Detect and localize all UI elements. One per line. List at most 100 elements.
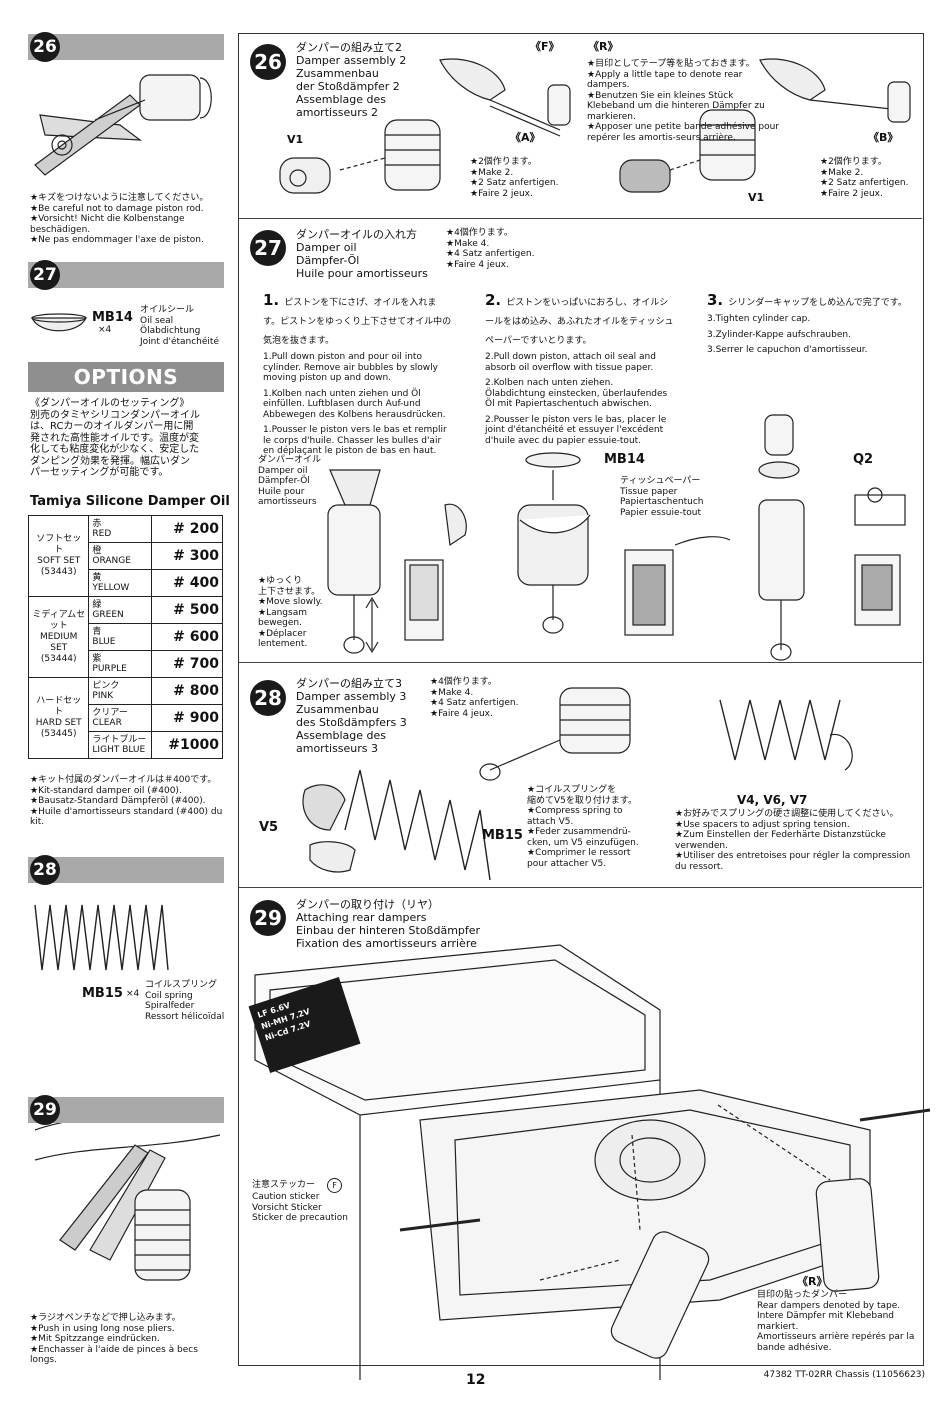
col1-de: 1.Kolben nach unten ziehen und Öl einfül… — [263, 388, 446, 420]
step-29-number: 29 — [250, 900, 286, 936]
step-26-tape-note: ★目印としてテープ等を貼っておきます。 ★Apply a little tape… — [587, 59, 780, 143]
sticker-caption: Caution sticker Vorsicht Sticker Sticker… — [252, 1192, 348, 1223]
soft-set-name: ソフトセット SOFT SET (53443) — [27, 515, 90, 597]
left-26-illustration — [34, 74, 212, 176]
step27-illustration — [327, 414, 906, 661]
step-26-number: 26 — [250, 44, 286, 80]
label-v1-right: V1 — [748, 191, 765, 204]
col3-ja: シリンダーキャップをしめ込んで完了です。 — [728, 298, 907, 308]
step-29-title: ダンパーの取り付け（リヤ） Attaching rear dampers Ein… — [296, 898, 481, 950]
col1-en: 1.Pull down piston and pour oil into cyl… — [263, 352, 438, 383]
step-27-title: ダンパーオイルの入れ方 Damper oil Dämpfer-Öl Huile … — [296, 228, 428, 280]
medium-set-name: ミディアムセット MEDIUM SET (53444) — [27, 596, 90, 678]
move-slowly-note: ★ゆっくり 上下させます。 ★Move slowly. ★Langsam bew… — [258, 576, 323, 649]
mb14-qty: ×4 — [98, 325, 112, 335]
value-300: # 300 — [150, 542, 224, 570]
sticker-letter: F — [332, 1181, 337, 1190]
step-26-title: ダンパーの組み立て2 Damper assembly 2 Zusammenbau… — [296, 41, 407, 119]
mb14-part-code: MB14 — [92, 310, 133, 325]
rear-label: 《R》 — [797, 1275, 828, 1288]
oil-table-title: Tamiya Silicone Damper Oil — [30, 494, 230, 509]
table-row: ハードセット HARD SET (53445) ピンク PINK # 800 — [27, 677, 224, 759]
left-step-27-number: 27 — [30, 260, 60, 290]
label-A: 《A》 — [510, 131, 541, 144]
table-row: ソフトセット SOFT SET (53443) 赤 RED # 200 — [27, 515, 224, 597]
step-27-col2: 2. ピストンをいっぱいにおろし、オイルシールをはめ込み、あふれたオイルをティッ… — [485, 290, 675, 446]
value-400: # 400 — [150, 569, 224, 597]
step-26-make2-left: ★2個作ります。 ★Make 2. ★2 Satz anfertigen. ★F… — [470, 157, 559, 199]
options-title: OPTIONS — [28, 362, 224, 392]
color-green: 緑 GREEN — [88, 596, 152, 624]
left-step-26-number: 26 — [30, 32, 60, 62]
mb15-label: MB15 — [482, 828, 523, 843]
col1-number: 1. — [263, 291, 280, 309]
step29-chassis-illustration — [254, 944, 931, 1380]
left-26-header-bar — [28, 34, 224, 60]
color-pink: ピンク PINK — [88, 677, 152, 705]
tissue-paper-label: ティッシュペーパー Tissue paper Papiertaschentuch… — [620, 476, 704, 518]
col2-ja: ピストンをいっぱいにおろし、オイルシールをはめ込み、あふれたオイルをティッシュペ… — [485, 298, 674, 346]
step-28-make4: ★4個作ります。 ★Make 4. ★4 Satz anfertigen. ★F… — [430, 677, 519, 719]
label-F: 《F》 — [530, 40, 560, 53]
color-red: 赤 RED — [88, 515, 152, 543]
table-row: 橙 ORANGE # 300 — [29, 542, 224, 570]
mb15-part-code: MB15 — [82, 986, 123, 1001]
left-28-header-bar — [28, 857, 224, 883]
damper-oil-label: ダンパーオイル Damper oil Dämpfer-Öl Huile pour… — [258, 455, 322, 507]
col1-ja: ピストンを下にさげ、オイルを入れます。ピストンをゆっくり上下させてオイル中の気泡… — [263, 298, 452, 346]
col1-fr: 1.Pousser le piston vers le bas et rempl… — [263, 425, 447, 456]
step-28-number: 28 — [250, 680, 286, 716]
main-steps-frame — [238, 33, 924, 1366]
rear-dampers-note: 目印の貼ったダンパー Rear dampers denoted by tape.… — [757, 1290, 915, 1353]
value-900: # 900 — [150, 704, 224, 732]
mb14-part-names: オイルシール Oil seal Ölabdichtung Joint d'éta… — [140, 305, 219, 347]
oil-seal-illustration — [31, 313, 87, 332]
step26-illustration — [279, 58, 911, 194]
value-500: # 500 — [150, 596, 224, 624]
oil-kit-note: ★キット付属のダンパーオイルは＃400です。 ★Kit-standard dam… — [30, 775, 223, 827]
left-26-note: ★キズをつけないように注意してください。 ★Be careful not to … — [30, 193, 209, 245]
color-orange: 橙 ORANGE — [88, 542, 152, 570]
col2-en: 2.Pull down piston, attach oil seal and … — [485, 352, 656, 373]
step28-illustration — [302, 687, 853, 881]
left-step-28-number: 28 — [30, 855, 60, 885]
sticker-title: 注意ステッカー — [252, 1180, 316, 1190]
color-purple: 紫 PURPLE — [88, 650, 152, 678]
label-R: 《R》 — [588, 40, 619, 53]
table-row: ミディアムセット MEDIUM SET (53444) 緑 GREEN # 50… — [27, 596, 224, 678]
value-800: # 800 — [150, 677, 224, 705]
left-27-header-bar — [28, 262, 224, 288]
divider-27-28 — [239, 662, 922, 663]
label-B: 《B》 — [868, 131, 899, 144]
step-28-title: ダンパーの組み立て3 Damper assembly 3 Zusammenbau… — [296, 677, 407, 755]
col3-de: 3.Zylinder-Kappe aufschrauben. — [707, 329, 851, 340]
value-600: # 600 — [150, 623, 224, 651]
col2-fr: 2.Pousser le piston vers le bas, placer … — [485, 414, 667, 446]
left-step-29-number: 29 — [30, 1095, 60, 1125]
col3-number: 3. — [707, 291, 724, 309]
step-26-make2-right: ★2個作ります。 ★Make 2. ★2 Satz anfertigen. ★F… — [820, 157, 909, 199]
divider-26-27 — [239, 218, 922, 219]
spacer-note: ★お好みでスプリングの硬さ調整に使用してください。 ★Use spacers t… — [675, 809, 911, 872]
value-1000: #1000 — [150, 731, 224, 759]
v5-label: V5 — [259, 820, 279, 835]
col2-number: 2. — [485, 291, 502, 309]
step-27-number: 27 — [250, 230, 286, 266]
col3-fr: 3.Serrer le capuchon d'amortisseur. — [707, 345, 868, 355]
footer-code: 47382 TT-02RR Chassis (11056623) — [763, 1370, 925, 1380]
col2-de: 2.Kolben nach unten ziehen. Ölabdichtung… — [485, 378, 668, 409]
step-27-make4: ★4個作ります。 ★Make 4. ★4 Satz anfertigen. ★F… — [446, 228, 535, 270]
table-row: 黄 YELLOW # 400 — [29, 569, 224, 597]
label-v1-left: V1 — [287, 133, 304, 146]
compress-spring-note: ★コイルスプリングを 縮めてV5を取り付けます。 ★Compress sprin… — [527, 785, 639, 869]
coil-spring-illustration — [34, 904, 169, 971]
sticker-letter-badge: F — [327, 1178, 342, 1193]
mb15-qty: ×4 — [126, 989, 140, 999]
step-27-col1: 1. ピストンを下にさげ、オイルを入れます。ピストンをゆっくり上下させてオイル中… — [263, 290, 453, 457]
left-29-header-bar — [28, 1097, 224, 1123]
color-yellow: 黄 YELLOW — [88, 569, 152, 597]
v4-v6-v7-label: V4, V6, V7 — [737, 793, 808, 807]
table-row: ライトブルー LIGHT BLUE #1000 — [29, 731, 224, 759]
mb15-part-names: コイルスプリング Coil spring Spiralfeder Ressort… — [145, 980, 225, 1022]
